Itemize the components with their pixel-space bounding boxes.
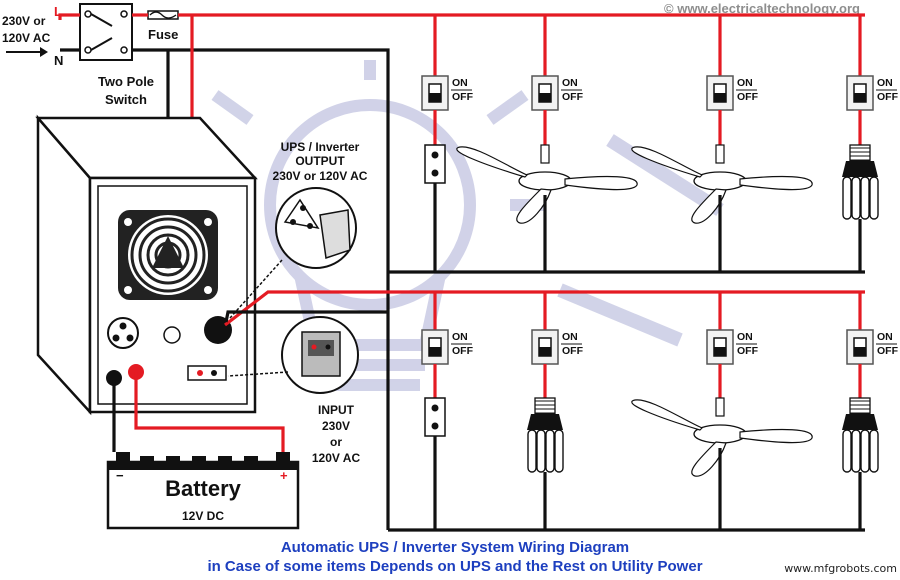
ups-output-line1: UPS / Inverter — [281, 140, 360, 154]
switch-label-line1: Two Pole — [98, 74, 154, 89]
fuse-icon — [147, 10, 179, 20]
switch-off-label: OFF — [452, 345, 474, 357]
bulb-watermark — [200, 60, 724, 391]
switch-off-label: OFF — [877, 91, 899, 103]
footer-watermark: www.mfgrobots.com — [784, 562, 897, 575]
switch-on-label: ON — [877, 77, 893, 89]
light-switch: ON OFF — [531, 75, 584, 111]
input-label-line2: 230V — [322, 419, 350, 433]
input-label-line4: 120V AC — [312, 451, 361, 465]
light-switch: ON OFF — [846, 329, 899, 365]
switch-on-label: ON — [737, 331, 753, 343]
watermark-text: © www.electricaltechnology.org — [664, 1, 860, 16]
diagram-title-line2: in Case of some items Depends on UPS and… — [207, 558, 702, 575]
wall-socket-icon — [424, 397, 446, 437]
switch-off-label: OFF — [877, 345, 899, 357]
diagram-title-line1: Automatic UPS / Inverter System Wiring D… — [281, 539, 629, 556]
cfl-bulb-icon — [842, 144, 879, 220]
ups-inverter-unit — [35, 114, 258, 416]
cfl-bulb-icon — [527, 397, 564, 473]
switch-label-line2: Switch — [105, 92, 147, 107]
two-pole-switch — [79, 3, 133, 61]
bottom-row-loads: ON OFF ON OFF ON OFF ON OFF — [421, 292, 899, 530]
light-switch: ON OFF — [421, 75, 474, 111]
supply-voltage-line2: 120V AC — [2, 31, 51, 45]
input-connector-icon — [281, 316, 359, 394]
battery-positive: + — [280, 468, 288, 483]
ups-output-line3: 230V or 120V AC — [273, 169, 368, 183]
switch-on-label: ON — [452, 77, 468, 89]
battery-negative: − — [116, 468, 124, 483]
supply-voltage-line1: 230V or — [2, 14, 46, 28]
switch-off-label: OFF — [737, 345, 759, 357]
switch-off-label: OFF — [562, 91, 584, 103]
input-label-line3: or — [330, 435, 342, 449]
neutral-label: N — [54, 53, 63, 68]
battery-wires — [112, 372, 285, 452]
battery — [106, 452, 300, 530]
input-pointer — [227, 371, 289, 377]
switch-on-label: ON — [562, 331, 578, 343]
switch-on-label: ON — [737, 77, 753, 89]
light-switch: ON OFF — [706, 329, 759, 365]
ceiling-fan-icon — [456, 144, 638, 224]
ceiling-fan-icon — [631, 144, 813, 224]
input-label-line1: INPUT — [318, 403, 355, 417]
light-switch: ON OFF — [706, 75, 759, 111]
cooling-fan-icon — [118, 210, 218, 300]
light-switch: ON OFF — [421, 329, 474, 365]
live-label: L — [54, 4, 62, 19]
switch-off-label: OFF — [562, 345, 584, 357]
output-pointer — [229, 259, 283, 319]
light-switch: ON OFF — [531, 329, 584, 365]
cfl-bulb-icon — [842, 397, 879, 473]
battery-label: Battery — [165, 476, 242, 501]
ceiling-fan-icon — [631, 397, 813, 477]
wall-socket-icon — [424, 144, 446, 184]
switch-on-label: ON — [562, 77, 578, 89]
battery-voltage: 12V DC — [182, 509, 224, 523]
ups-output-line2: OUTPUT — [295, 154, 345, 168]
light-switch: ON OFF — [846, 75, 899, 111]
switch-off-label: OFF — [737, 91, 759, 103]
output-plug-icon — [275, 187, 357, 269]
load-wiring — [388, 270, 865, 532]
ups-output-wires — [224, 290, 865, 327]
switch-on-label: ON — [452, 331, 468, 343]
top-row-loads: ON OFF ON OFF ON OFF ON OFF — [421, 15, 899, 272]
supply-arrow — [6, 47, 48, 57]
fuse-label: Fuse — [148, 27, 178, 42]
switch-off-label: OFF — [452, 91, 474, 103]
switch-on-label: ON — [877, 331, 893, 343]
